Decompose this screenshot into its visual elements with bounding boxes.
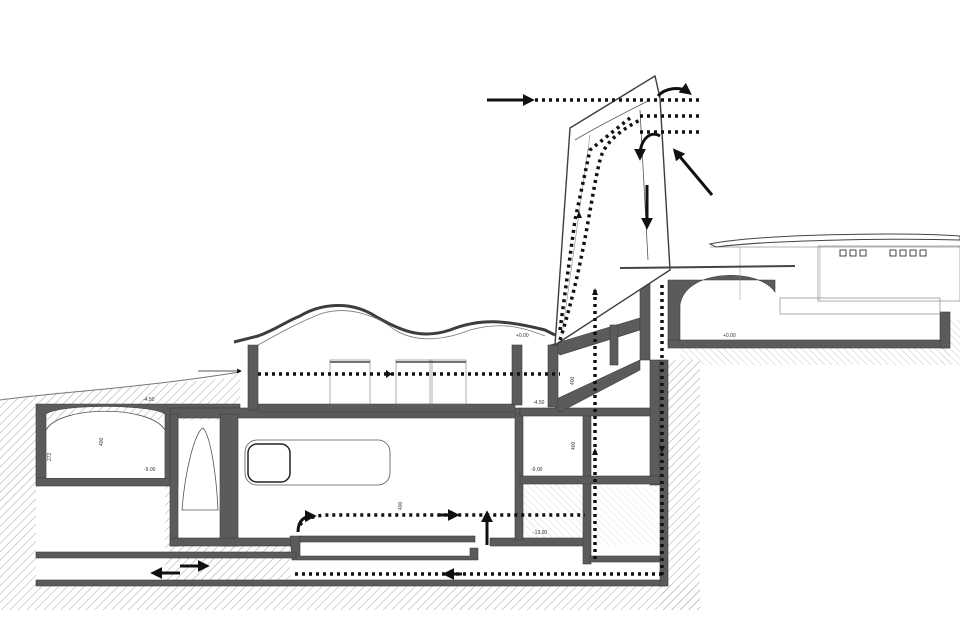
arrow-hall-curl [296, 510, 317, 533]
tunnel-right-wall [659, 359, 669, 587]
arrow-tower-curl [634, 132, 661, 161]
dim-vault-height: 400 [99, 437, 105, 446]
airflow-paths [258, 98, 700, 576]
airflow-lower-hall [298, 513, 585, 527]
flow-markers [386, 211, 665, 455]
right-upper-block-left [639, 279, 651, 361]
dim-vault-clear: 272 [47, 452, 53, 461]
right-terrace-end [939, 311, 951, 349]
capsule-pod [181, 427, 391, 511]
tunnel-floor-right [589, 555, 667, 563]
tunnel-bottom [35, 579, 667, 587]
right-vault [667, 275, 776, 346]
level-upper-right: +0.00 [723, 333, 736, 339]
gallery-left-wall [247, 344, 259, 411]
dimension-labels: 400 272 400 400 400 [47, 376, 577, 510]
level-labels: -4.50 -9.00 +0.00 -4.50 -9.00 -13.00 +0.… [143, 333, 736, 536]
gallery-roof-inner [257, 310, 546, 346]
airflow-tower-inner [558, 118, 641, 341]
gallery-floor [257, 403, 516, 413]
dim-duct-height: 400 [570, 376, 576, 385]
right-room-wall [649, 359, 661, 486]
left-vault-arch [45, 410, 166, 478]
lower-slab-mid [299, 535, 476, 543]
tunnel-top [35, 551, 297, 559]
ramp [549, 359, 641, 413]
ground-line [0, 371, 241, 401]
dim-right-room: 400 [571, 441, 577, 450]
duct-wall-vertical [582, 413, 592, 565]
right-room-slab [519, 407, 661, 417]
wind-tower [554, 74, 671, 347]
level-upper-near-duct: +0.00 [516, 333, 529, 339]
gallery-roof [233, 304, 556, 344]
level-left-floor: -9.00 [144, 467, 156, 473]
lower-slab-right [489, 537, 586, 547]
level-right-room: -9.00 [531, 467, 543, 473]
airflow-arrows [150, 82, 714, 580]
dim-lower-small: 400 [398, 501, 404, 510]
level-left-top: -4.50 [143, 397, 155, 403]
arrow-wind-diagonal [672, 148, 714, 196]
hall-floor-step [289, 535, 479, 561]
right-pavilion [619, 233, 960, 315]
level-mid-landing: -4.50 [533, 400, 545, 406]
shaft-wall [219, 413, 239, 547]
tower-base-wall [547, 344, 559, 408]
structure-walls [35, 275, 951, 587]
ground-earth [0, 320, 960, 610]
hall-floor [169, 537, 296, 547]
left-vault-floor [35, 477, 179, 487]
level-lowest: -13.00 [533, 530, 547, 536]
right-terrace-floor [667, 339, 949, 349]
right-room-floor [519, 475, 661, 485]
gallery-tables [329, 359, 467, 405]
duct-box-wall [609, 324, 619, 366]
hall-left-wall [169, 413, 179, 547]
arrow-top-curl [656, 82, 692, 98]
